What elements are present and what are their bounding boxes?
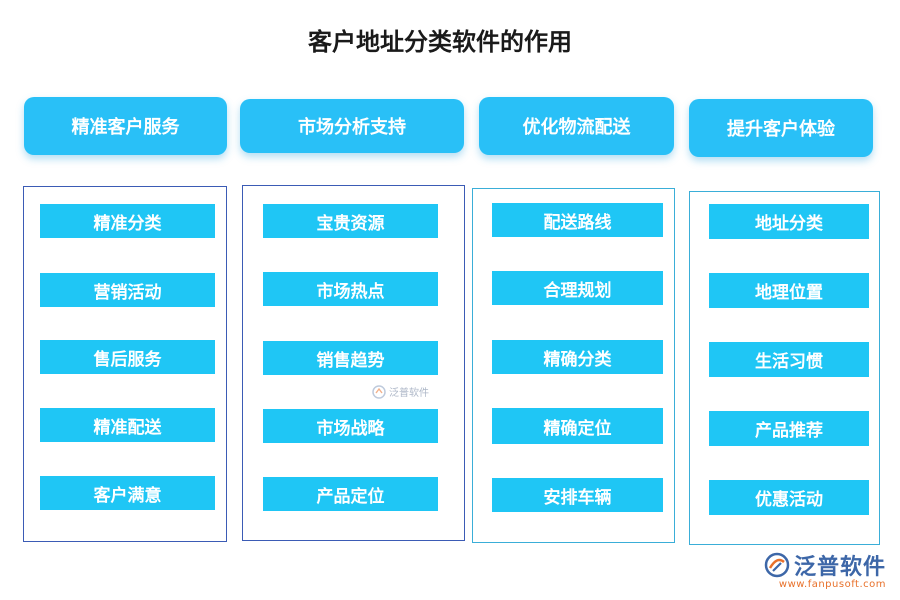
watermark-text: 泛普软件: [389, 388, 429, 399]
list-item: 精确定位: [492, 408, 663, 444]
list-item: 产品定位: [263, 477, 438, 511]
list-item: 售后服务: [40, 340, 215, 374]
list-item: 地址分类: [709, 204, 869, 239]
column-panel-4: 地址分类 地理位置 生活习惯 产品推荐 优惠活动: [689, 191, 880, 545]
list-item: 产品推荐: [709, 411, 869, 446]
list-item: 精确分类: [492, 340, 663, 374]
column-panel-3: 配送路线 合理规划 精确分类 精确定位 安排车辆: [472, 188, 675, 543]
watermark: 泛普软件: [372, 384, 429, 399]
list-item: 市场热点: [263, 272, 438, 306]
column-panel-1: 精准分类 营销活动 售后服务 精准配送 客户满意: [23, 186, 227, 542]
watermark-logo-icon: [372, 384, 386, 399]
column-panel-2: 宝贵资源 市场热点 销售趋势 市场战略 产品定位: [242, 185, 465, 541]
list-item: 精准配送: [40, 408, 215, 442]
brand-logo: 泛普软件 www.fanpusoft.com: [764, 549, 886, 590]
column-header-3: 优化物流配送: [479, 97, 674, 155]
list-item: 精准分类: [40, 204, 215, 238]
brand-url: www.fanpusoft.com: [778, 579, 886, 590]
list-item: 销售趋势: [263, 341, 438, 375]
column-header-2: 市场分析支持: [240, 99, 464, 153]
list-item: 市场战略: [263, 409, 438, 443]
list-item: 生活习惯: [709, 342, 869, 377]
page-title: 客户地址分类软件的作用: [308, 28, 572, 56]
brand-name: 泛普软件: [793, 555, 886, 580]
list-item: 地理位置: [709, 273, 869, 308]
list-item: 安排车辆: [492, 478, 663, 512]
list-item: 配送路线: [492, 203, 663, 237]
list-item: 客户满意: [40, 476, 215, 510]
column-header-4: 提升客户体验: [689, 99, 873, 157]
list-item: 宝贵资源: [263, 204, 438, 238]
list-item: 营销活动: [40, 273, 215, 307]
column-header-1: 精准客户服务: [24, 97, 227, 155]
list-item: 优惠活动: [709, 480, 869, 515]
list-item: 合理规划: [492, 271, 663, 305]
brand-logo-icon: [764, 552, 790, 578]
